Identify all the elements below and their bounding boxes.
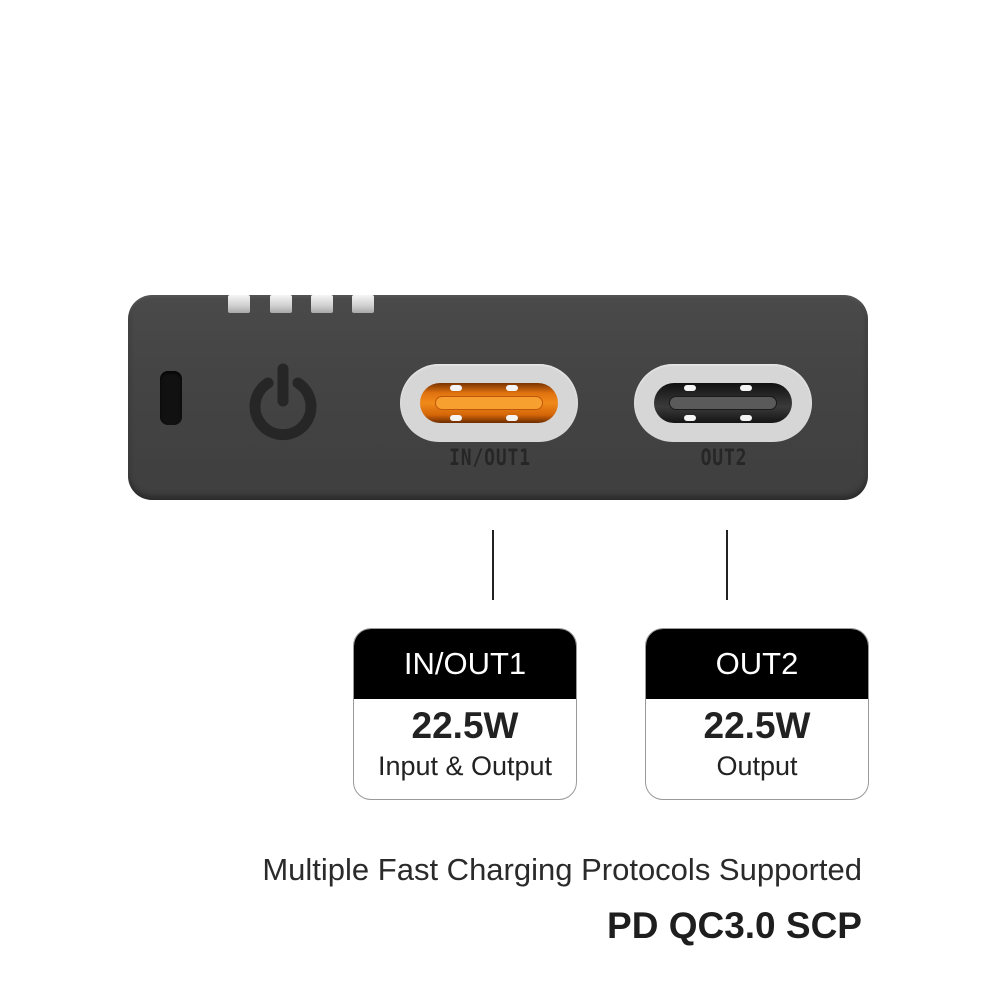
port-engraving-in-out1: IN/OUT1 bbox=[449, 446, 531, 471]
spec-card-out2: OUT2 22.5W Output bbox=[645, 628, 869, 800]
port-engraving-out2: OUT2 bbox=[700, 446, 748, 471]
usb-c-port-out2[interactable] bbox=[634, 364, 812, 442]
battery-led-2 bbox=[270, 295, 292, 313]
spec-card-description: Input & Output bbox=[377, 751, 553, 781]
protocols-heading: Multiple Fast Charging Protocols Support… bbox=[262, 852, 862, 887]
spec-card-power: 22.5W bbox=[411, 705, 519, 746]
spec-card-title: OUT2 bbox=[646, 629, 868, 699]
callout-line-in-out1 bbox=[492, 530, 494, 600]
spec-card-power: 22.5W bbox=[703, 705, 811, 746]
protocols-list: PD QC3.0 SCP bbox=[607, 905, 862, 946]
spec-card-title: IN/OUT1 bbox=[354, 629, 576, 699]
battery-led-4 bbox=[352, 295, 374, 313]
spec-card-description: Output bbox=[716, 751, 798, 781]
usb-c-port-icon bbox=[654, 383, 792, 423]
battery-led-3 bbox=[311, 295, 333, 313]
usb-c-port-icon bbox=[420, 383, 558, 423]
usb-c-port-in-out1[interactable] bbox=[400, 364, 578, 442]
power-button-icon[interactable] bbox=[242, 361, 324, 443]
callout-line-out2 bbox=[726, 530, 728, 600]
lanyard-hole-icon bbox=[160, 371, 182, 425]
spec-card-in-out1: IN/OUT1 22.5W Input & Output bbox=[353, 628, 577, 800]
battery-led-1 bbox=[228, 295, 250, 313]
